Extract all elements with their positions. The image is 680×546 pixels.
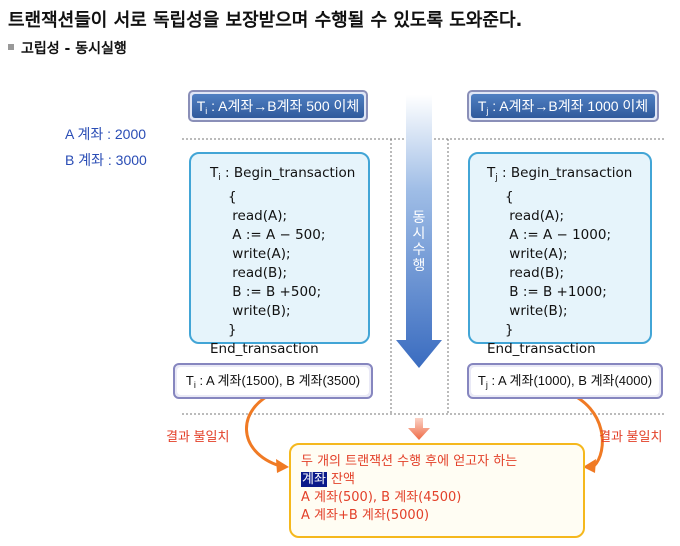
- section-bullet: 고립성 - 동시실행: [8, 38, 127, 58]
- ti-transaction-box: Ti : Begin_transaction { read(A); A := A…: [189, 152, 370, 357]
- left-curved-arrow-icon: [245, 390, 281, 468]
- tj-title: Tj : A계좌→B계좌 1000 이체: [471, 94, 655, 118]
- ti-line: write(B);: [228, 303, 291, 319]
- tj-line: B := B +1000;: [505, 284, 607, 300]
- ti-result: Ti : A 계좌(1500), B 계좌(3500): [177, 367, 369, 395]
- bullet-text: 고립성 - 동시실행: [21, 41, 127, 57]
- tj-result-box: Tj : A 계좌(1000), B 계좌(4000): [467, 363, 663, 399]
- mismatch-right-label: 결과 불일치: [599, 429, 663, 444]
- ti-line: read(A);: [228, 208, 288, 224]
- account-b-label: B 계좌 : 3000: [65, 152, 147, 168]
- tj-line: }: [505, 322, 514, 338]
- tj-transaction-box: Tj : Begin_transaction { read(A); A := A…: [468, 152, 652, 357]
- ti-line: read(B);: [228, 265, 288, 281]
- tj-line: write(B);: [505, 303, 568, 319]
- ti-header: Ti : Begin_transaction: [210, 165, 356, 183]
- account-a-label: A 계좌 : 2000: [65, 126, 147, 142]
- final-line-1: 두 개의 트랜잭션 수행 후에 얻고자 하는: [301, 454, 518, 469]
- final-line-4: A 계좌+B 계좌(5000): [301, 508, 430, 523]
- ti-line: A := A − 500;: [228, 227, 326, 243]
- tj-line: {: [505, 189, 514, 205]
- tj-result: Tj : A 계좌(1000), B 계좌(4000): [471, 367, 659, 395]
- ti-line: B := B +500;: [228, 284, 322, 300]
- tj-title-box: Tj : A계좌→B계좌 1000 이체: [467, 90, 659, 122]
- tj-end: End_transaction: [487, 341, 596, 357]
- final-result-box: 두 개의 트랜잭션 수행 후에 얻고자 하는 계좌 잔액 A 계좌(500), …: [289, 443, 585, 538]
- tj-line: read(B);: [505, 265, 565, 281]
- ti-end: End_transaction: [210, 341, 319, 357]
- page-headline: 트랜잭션들이 서로 독립성을 보장받으며 수행될 수 있도록 도와준다.: [8, 10, 523, 31]
- ti-line: {: [228, 189, 237, 205]
- mismatch-left-label: 결과 불일치: [166, 429, 230, 444]
- final-line-2: 계좌 잔액: [301, 472, 355, 487]
- ti-title: Ti : A계좌→B계좌 500 이체: [192, 94, 364, 118]
- ti-line: write(A);: [228, 246, 291, 262]
- ti-result-box: Ti : A 계좌(1500), B 계좌(3500): [173, 363, 373, 399]
- ti-title-box: Ti : A계좌→B계좌 500 이체: [188, 90, 368, 122]
- highlighted-word: 계좌: [301, 472, 327, 487]
- tj-line: read(A);: [505, 208, 565, 224]
- bullet-square-icon: [8, 44, 14, 50]
- concurrent-arrow-icon: [396, 95, 442, 368]
- ti-line: }: [228, 322, 237, 338]
- tj-line: write(A);: [505, 246, 568, 262]
- small-down-arrow-icon: [408, 418, 430, 440]
- tj-line: A := A − 1000;: [505, 227, 612, 243]
- final-line-3: A 계좌(500), B 계좌(4500): [301, 490, 462, 505]
- concurrent-label: 동 시 수 행: [412, 210, 426, 274]
- tj-header: Tj : Begin_transaction: [487, 165, 633, 183]
